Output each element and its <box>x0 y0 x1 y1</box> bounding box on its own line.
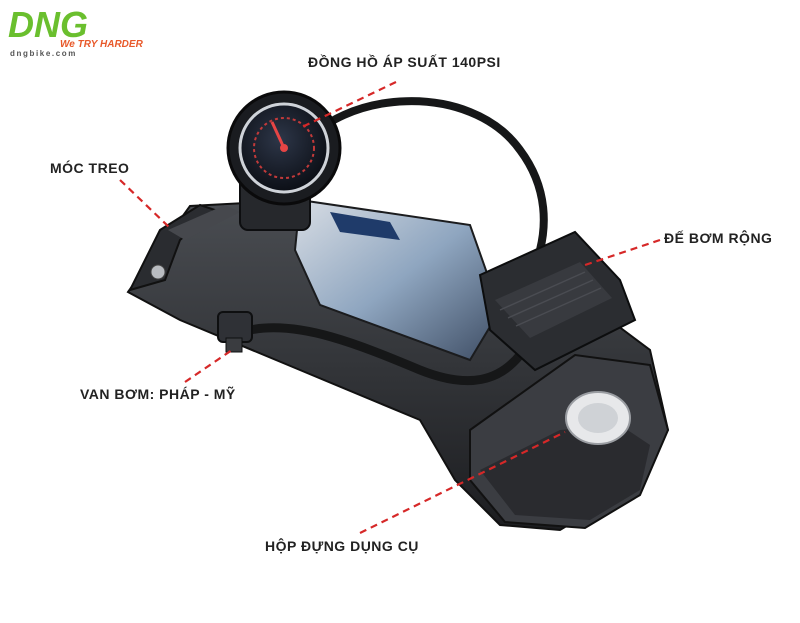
hanging-hook <box>128 203 240 292</box>
logo-website: dngbike.com <box>10 49 77 58</box>
foot-pedal <box>478 230 637 372</box>
air-hose <box>245 97 548 386</box>
logo-brand-text: DNG <box>8 8 88 40</box>
dng-logo: DNG <box>8 8 88 40</box>
pressure-gauge <box>226 90 342 231</box>
label-hanging-hook: MÓC TREO <box>50 160 130 176</box>
leader-line-gauge <box>299 81 397 129</box>
storage-box <box>565 391 631 445</box>
label-wide-base: ĐẾ BƠM RỘNG <box>664 230 773 246</box>
pump-cylinder <box>293 198 502 362</box>
leader-line-valve <box>184 349 233 383</box>
label-storage-box: HỘP ĐỰNG DỤNG CỤ <box>265 538 419 554</box>
label-valve: VAN BƠM: PHÁP - MỸ <box>80 386 236 402</box>
leader-line-storage <box>359 431 566 534</box>
valve-head <box>217 311 253 353</box>
label-pressure-gauge: ĐỒNG HỒ ÁP SUẤT 140PSI <box>308 54 501 70</box>
leader-line-hook <box>119 179 171 229</box>
logo-tagline: We TRY HARDER <box>60 39 143 50</box>
leader-line-base <box>584 238 661 267</box>
